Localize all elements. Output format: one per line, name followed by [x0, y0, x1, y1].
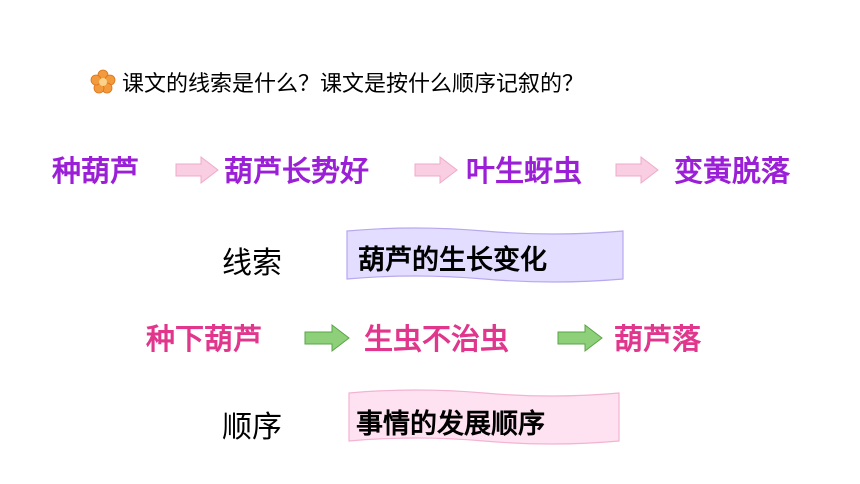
arrow-right-icon	[304, 323, 350, 353]
order-step-3: 葫芦落	[614, 322, 702, 356]
clue-label: 线索	[222, 246, 282, 281]
order-answer: 事情的发展顺序	[356, 409, 545, 440]
question-line: 课文的线索是什么？课文是按什么顺序记叙的？	[90, 66, 584, 98]
clue-answer: 葫芦的生长变化	[358, 245, 547, 276]
clue-step-1: 种葫芦	[52, 154, 140, 188]
arrow-right-icon	[414, 155, 458, 185]
arrow-right-icon	[175, 155, 219, 185]
order-banner	[348, 389, 620, 445]
clue-banner	[346, 227, 624, 283]
order-step-2: 生虫不治虫	[364, 322, 510, 356]
clue-step-4: 变黄脱落	[674, 154, 791, 188]
arrow-right-icon	[615, 155, 659, 185]
clue-step-2: 葫芦长势好	[224, 154, 370, 188]
clue-step-3: 叶生蚜虫	[466, 154, 583, 188]
flower-icon	[90, 69, 116, 94]
question-text: 课文的线索是什么？课文是按什么顺序记叙的？	[122, 72, 585, 97]
order-label: 顺序	[222, 410, 282, 445]
arrow-right-icon	[557, 323, 603, 353]
order-step-1: 种下葫芦	[146, 322, 263, 356]
